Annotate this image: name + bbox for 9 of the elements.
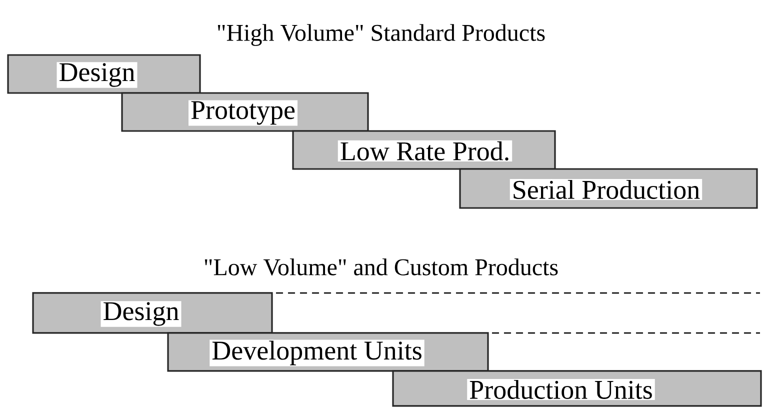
bar: Development Units (167, 332, 760, 372)
bar: Serial Production (459, 168, 758, 209)
heading: "High Volume" Standard Products (218, 24, 545, 46)
bar: Prototype (121, 92, 369, 132)
bar: Design (7, 54, 201, 94)
bar: Design (32, 292, 760, 334)
bar: Low Rate Prod. (292, 130, 556, 170)
heading: "Low Volume" and Custom Products (204, 258, 558, 276)
bar: Production Units (392, 370, 762, 407)
